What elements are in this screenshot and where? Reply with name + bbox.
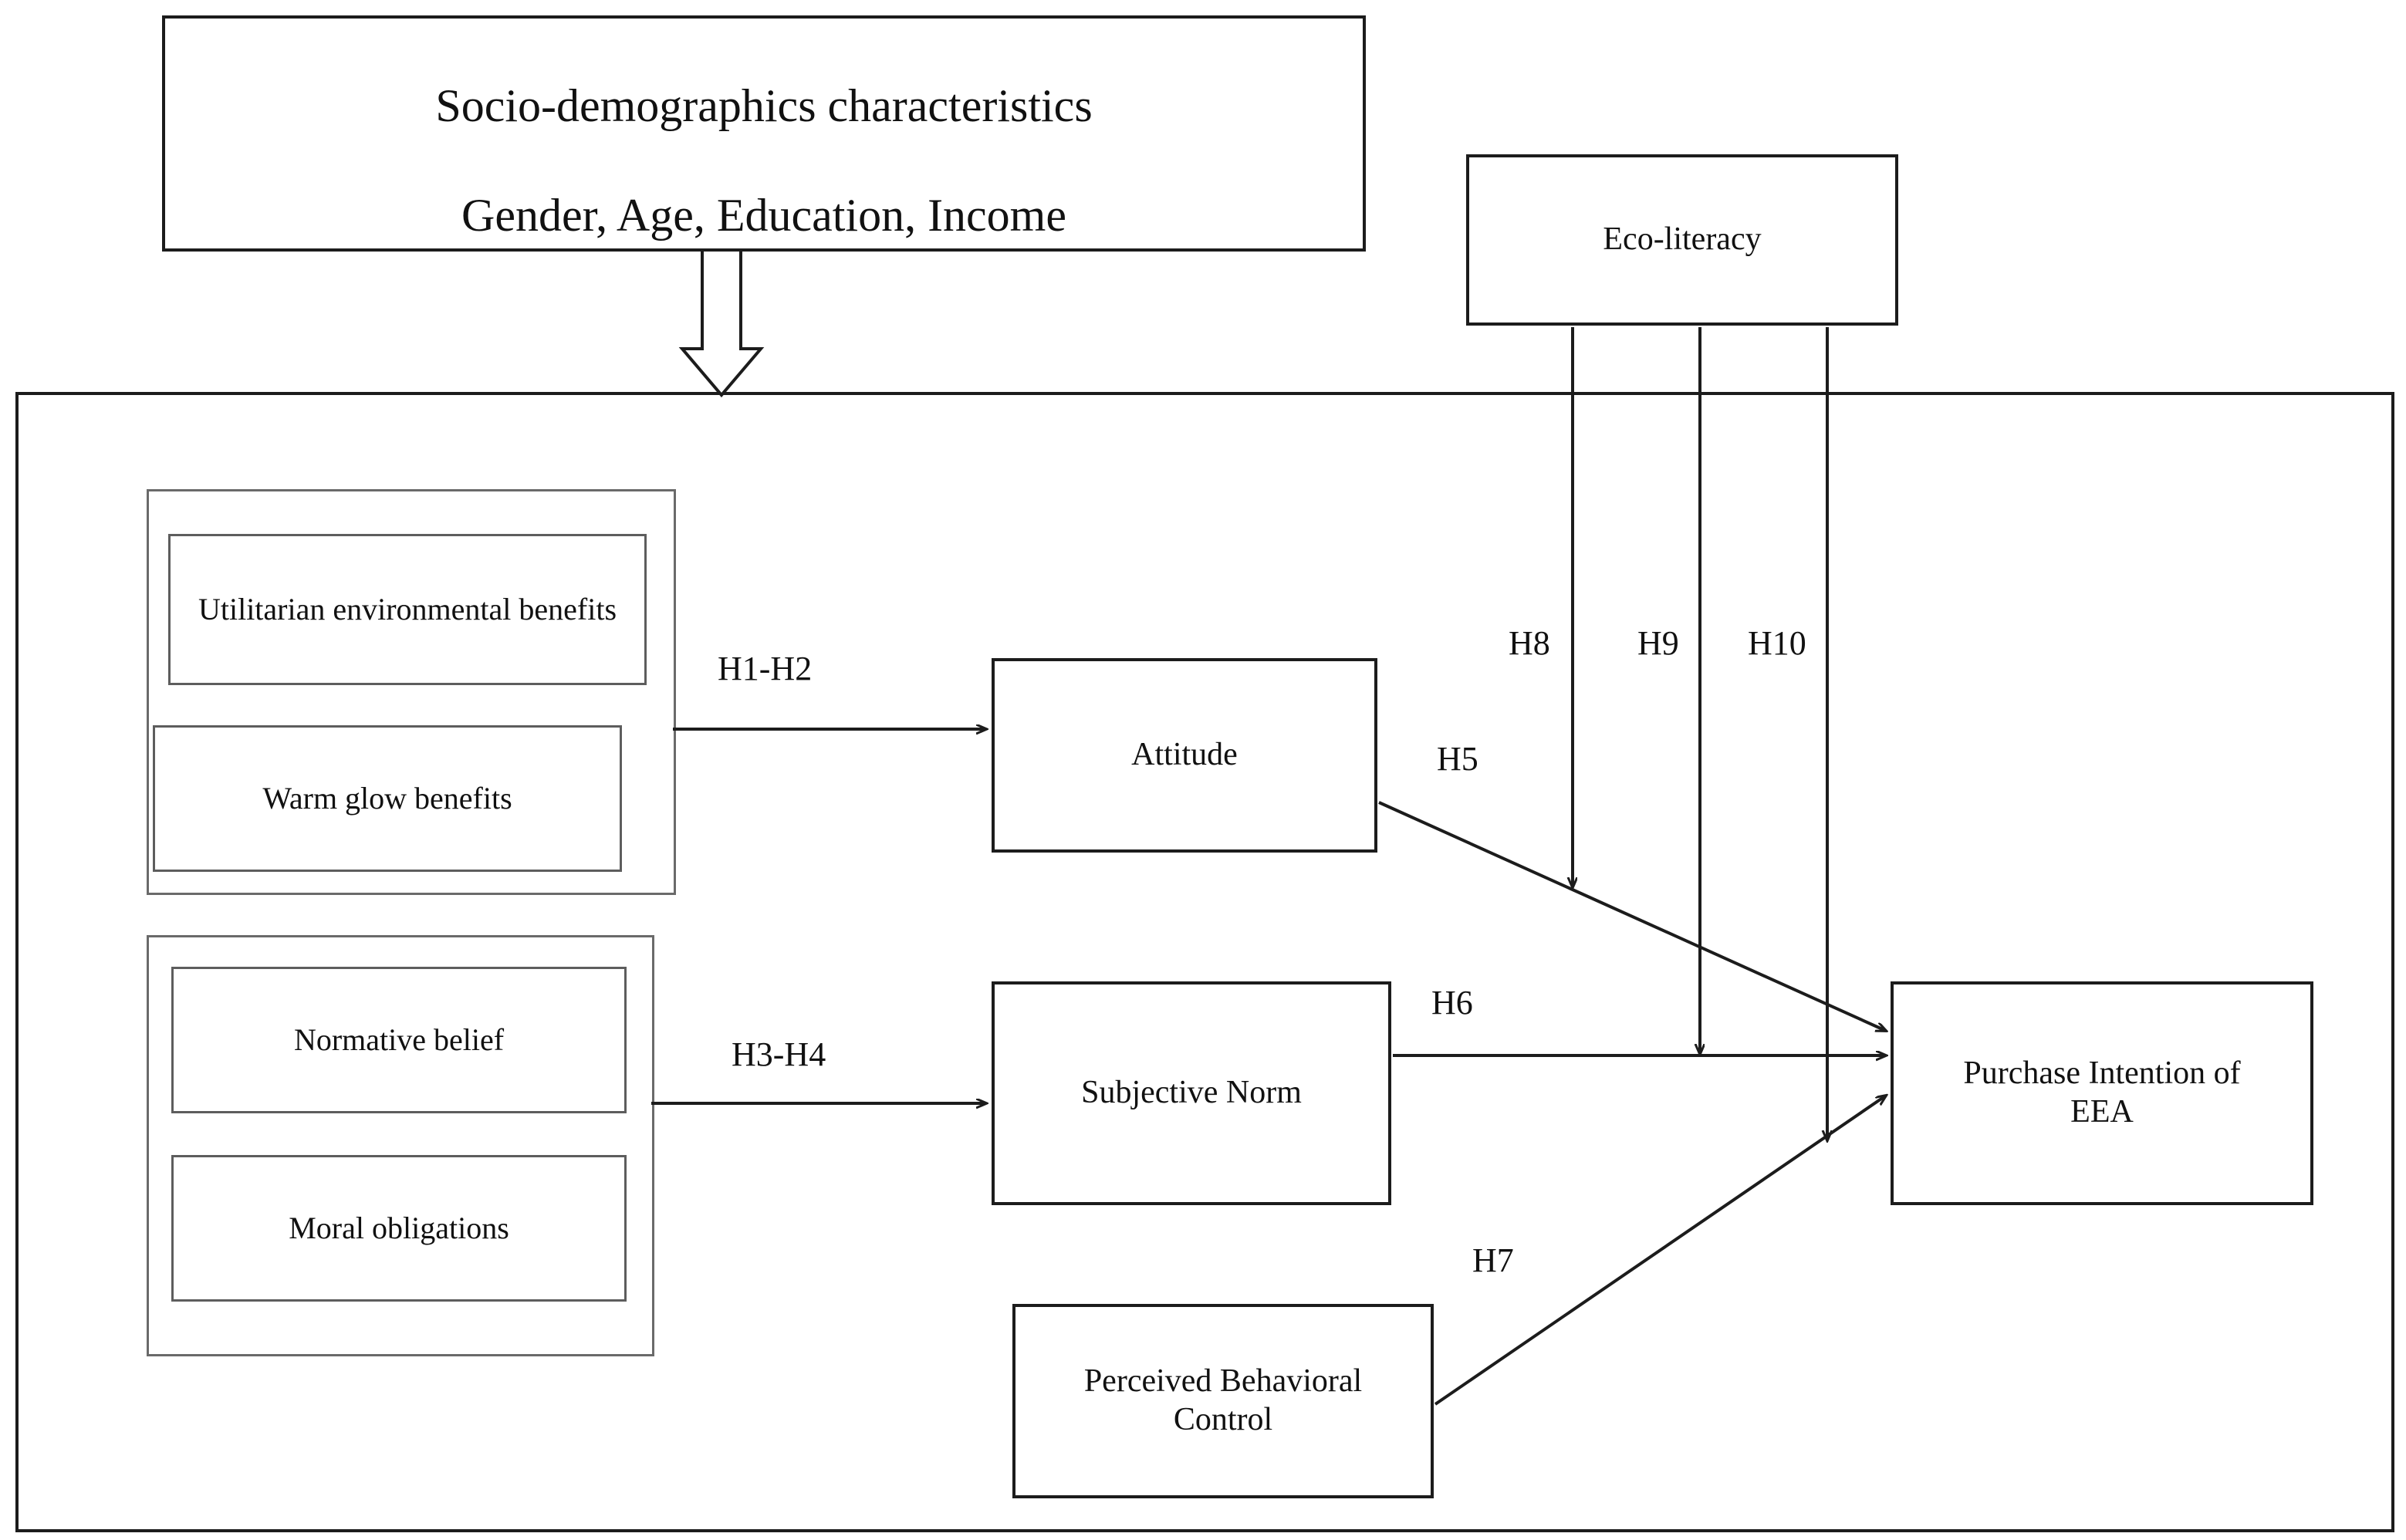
subjective-norm-label: Subjective Norm (1081, 1075, 1302, 1111)
utilitarian-environmental-benefits-label: Utilitarian environmental benefits (198, 592, 617, 627)
moral-obligations-label: Moral obligations (289, 1211, 509, 1246)
attitudinal-beliefs-group (147, 489, 676, 895)
subjective-norm-box: Subjective Norm (992, 981, 1391, 1205)
warm-glow-benefits-box: Warm glow benefits (153, 725, 622, 872)
socio-demographics-line2: Gender, Age, Education, Income (461, 189, 1066, 241)
purchase-intention-label: Purchase Intention of EEA (1963, 1055, 2241, 1130)
utilitarian-environmental-benefits-box: Utilitarian environmental benefits (168, 534, 647, 685)
model-frame (15, 392, 2394, 1532)
hypothesis-label-h9: H9 (1637, 624, 1679, 662)
hypothesis-label-h6: H6 (1431, 984, 1473, 1022)
hypothesis-label-h3-h4: H3-H4 (732, 1035, 826, 1073)
moral-obligations-box: Moral obligations (171, 1155, 627, 1302)
normative-belief-label: Normative belief (293, 1022, 505, 1058)
hypothesis-label-h5: H5 (1437, 740, 1478, 778)
normative-belief-box: Normative belief (171, 967, 627, 1113)
eco-literacy-box: Eco-literacy (1466, 154, 1898, 326)
hypothesis-label-h1-h2: H1-H2 (718, 650, 813, 687)
socio-demographics-box: Socio-demographics characteristics Gende… (162, 15, 1366, 252)
attitude-label: Attitude (1131, 737, 1238, 773)
eco-literacy-label: Eco-literacy (1603, 221, 1762, 258)
block-arrow-socio-demographics (678, 252, 765, 398)
socio-demographics-line1: Socio-demographics characteristics (435, 80, 1093, 132)
warm-glow-benefits-label: Warm glow benefits (262, 781, 512, 816)
normative-beliefs-group (147, 935, 654, 1356)
hypothesis-label-h10: H10 (1748, 624, 1806, 662)
hypothesis-label-h7: H7 (1472, 1241, 1514, 1279)
perceived-behavioral-control-label: Perceived Behavioral Control (1083, 1363, 1363, 1437)
perceived-behavioral-control-box: Perceived Behavioral Control (1012, 1304, 1434, 1498)
hypothesis-label-h8: H8 (1509, 624, 1550, 662)
purchase-intention-box: Purchase Intention of EEA (1891, 981, 2313, 1205)
attitude-box: Attitude (992, 658, 1377, 853)
